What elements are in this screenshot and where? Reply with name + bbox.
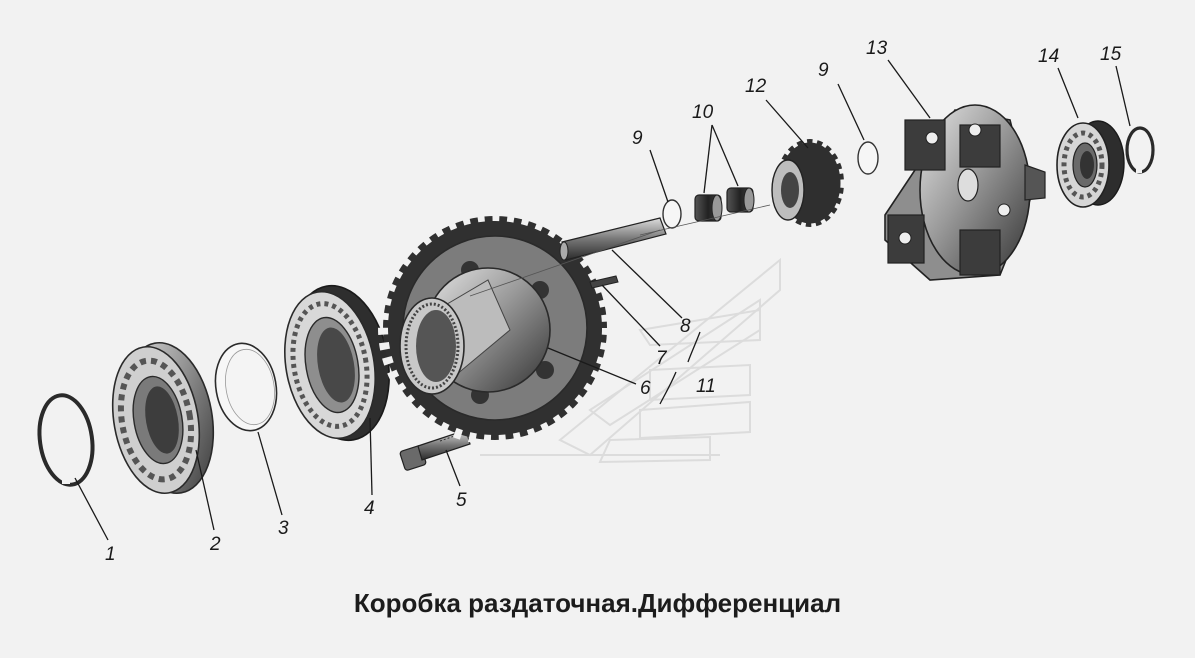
assembly-axis bbox=[469, 204, 771, 297]
callout-3: 3 bbox=[278, 518, 289, 539]
callout-14: 14 bbox=[1038, 46, 1059, 67]
callout-9-left: 9 bbox=[632, 128, 643, 149]
callout-1: 1 bbox=[105, 544, 116, 565]
callout-12: 12 bbox=[745, 76, 767, 97]
callout-9-right: 9 bbox=[818, 60, 829, 81]
part-8-shaft bbox=[559, 217, 667, 261]
part-3-washer bbox=[214, 342, 278, 432]
callout-8: 8 bbox=[680, 316, 691, 337]
part-9-washer-right bbox=[857, 141, 879, 175]
callout-13: 13 bbox=[866, 38, 888, 59]
callout-7: 7 bbox=[656, 348, 668, 369]
watermark-logo bbox=[480, 257, 781, 464]
part-7-key bbox=[589, 275, 619, 289]
part-10-needle-bearings bbox=[694, 187, 755, 222]
callout-2: 2 bbox=[209, 534, 221, 555]
part-14-ball-bearing bbox=[1056, 120, 1125, 208]
leader-lines bbox=[74, 59, 1131, 541]
part-12-pinion-gear bbox=[771, 135, 848, 231]
part-11-clip bbox=[659, 331, 701, 405]
part-1-snap-ring bbox=[37, 393, 95, 487]
part-13-differential-case bbox=[884, 104, 1046, 281]
callout-10: 10 bbox=[692, 102, 714, 123]
part-4-taper-bearing bbox=[284, 284, 390, 442]
diagram-caption: Коробка раздаточная.Дифференциал bbox=[353, 588, 842, 618]
part-9-washer-left bbox=[662, 199, 682, 229]
callout-11: 11 bbox=[696, 376, 716, 397]
callout-6: 6 bbox=[640, 378, 651, 399]
part-2-roller-bearing bbox=[111, 341, 215, 495]
callout-15: 15 bbox=[1100, 44, 1122, 65]
callout-labels: 1 2 3 4 5 6 7 8 9 9 10 11 12 13 14 15 bbox=[105, 38, 1122, 565]
callout-5: 5 bbox=[456, 490, 467, 511]
part-15-snap-ring bbox=[1125, 126, 1155, 174]
callout-4: 4 bbox=[364, 498, 375, 519]
part-6-differential-carrier bbox=[378, 211, 612, 445]
